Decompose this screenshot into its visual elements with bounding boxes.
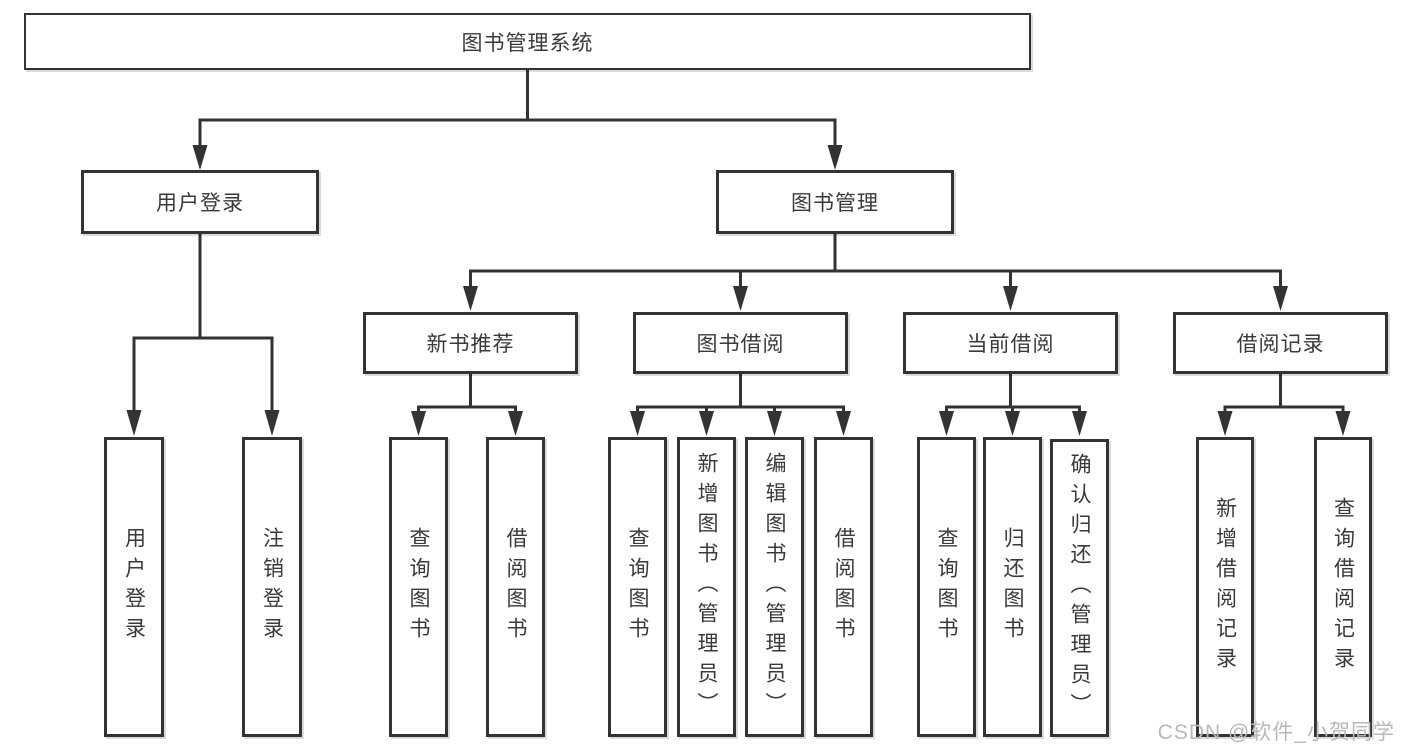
leaf-borrow-borrow-books-label: 借阅图书 (832, 527, 855, 647)
leaf-borrow-add-books-admin-label: 新增图书（管理员） (695, 452, 718, 722)
node-system-root: 图书管理系统 (24, 13, 1031, 70)
arrowhead (1217, 411, 1233, 436)
node-book-borrow: 图书借阅 (633, 312, 848, 374)
leaf-user-login: 用户登录 (104, 437, 164, 737)
arrowhead (1005, 411, 1020, 436)
arrowhead (733, 286, 748, 311)
leaf-newbook-borrow-books: 借阅图书 (486, 437, 545, 737)
arrowhead (1003, 286, 1018, 311)
leaf-record-add: 新增借阅记录 (1196, 437, 1254, 737)
arrowhead (126, 410, 142, 436)
arrowhead (264, 410, 280, 436)
connector-currentborrow-to-leaves (939, 374, 1087, 436)
leaf-borrow-edit-books-admin: 编辑图书（管理员） (745, 437, 804, 737)
connector-newbook-to-leaves (411, 374, 523, 436)
leaf-record-query: 查询借阅记录 (1314, 437, 1372, 737)
arrowhead (1072, 411, 1087, 436)
arrowhead (192, 145, 208, 170)
connector-root-to-level2 (192, 70, 843, 170)
node-book-borrow-label: 图书借阅 (696, 333, 785, 356)
connector-userlogin-to-leaves (126, 234, 280, 436)
arrowhead (630, 411, 645, 436)
leaf-logout: 注销登录 (242, 437, 302, 737)
node-current-borrow-label: 当前借阅 (966, 333, 1055, 356)
leaf-current-query-books-label: 查询图书 (935, 527, 958, 647)
leaf-current-confirm-return-admin: 确认归还（管理员） (1050, 439, 1109, 737)
node-user-login-label: 用户登录 (156, 192, 244, 215)
leaf-borrow-query-books: 查询图书 (608, 437, 667, 737)
node-current-borrow: 当前借阅 (903, 312, 1118, 374)
arrowhead (939, 411, 954, 436)
connector-borrowrecord-to-leaves (1217, 374, 1351, 436)
leaf-current-return-books-label: 归还图书 (1001, 527, 1024, 647)
arrowhead (411, 411, 426, 436)
leaf-newbook-borrow-books-label: 借阅图书 (504, 527, 527, 647)
leaf-record-add-label: 新增借阅记录 (1213, 497, 1237, 677)
node-book-management: 图书管理 (716, 170, 954, 234)
arrowhead (827, 145, 843, 170)
arrowhead (1273, 286, 1288, 311)
connector-bookmgmt-to-level3 (463, 233, 1288, 311)
leaf-borrow-query-books-label: 查询图书 (626, 527, 649, 647)
leaf-borrow-borrow-books: 借阅图书 (814, 437, 873, 737)
node-new-book-recommend-label: 新书推荐 (426, 333, 515, 356)
arrowhead (508, 411, 523, 436)
node-new-book-recommend: 新书推荐 (363, 312, 578, 374)
leaf-record-query-label: 查询借阅记录 (1331, 497, 1355, 677)
leaf-logout-label: 注销登录 (260, 527, 284, 647)
arrowhead (836, 411, 851, 436)
leaf-borrow-add-books-admin: 新增图书（管理员） (677, 437, 736, 737)
arrowhead (699, 411, 714, 436)
connector-bookborrow-to-leaves (630, 374, 851, 436)
leaf-newbook-query-books-label: 查询图书 (407, 527, 430, 647)
node-system-root-label: 图书管理系统 (461, 31, 594, 55)
arrowhead (1335, 411, 1351, 436)
arrowhead (463, 286, 478, 311)
leaf-newbook-query-books: 查询图书 (389, 437, 448, 737)
leaf-borrow-edit-books-admin-label: 编辑图书（管理员） (763, 452, 786, 722)
node-user-login: 用户登录 (81, 170, 319, 234)
leaf-current-confirm-return-admin-label: 确认归还（管理员） (1068, 453, 1091, 723)
node-borrow-record: 借阅记录 (1173, 312, 1388, 374)
arrowhead (767, 411, 782, 436)
node-book-management-label: 图书管理 (791, 192, 879, 215)
leaf-current-query-books: 查询图书 (917, 437, 976, 737)
node-borrow-record-label: 借阅记录 (1236, 333, 1325, 356)
leaf-current-return-books: 归还图书 (983, 437, 1042, 737)
csdn-watermark: CSDN @软件_小贺同学 (1157, 721, 1395, 744)
leaf-user-login-label: 用户登录 (122, 527, 146, 647)
